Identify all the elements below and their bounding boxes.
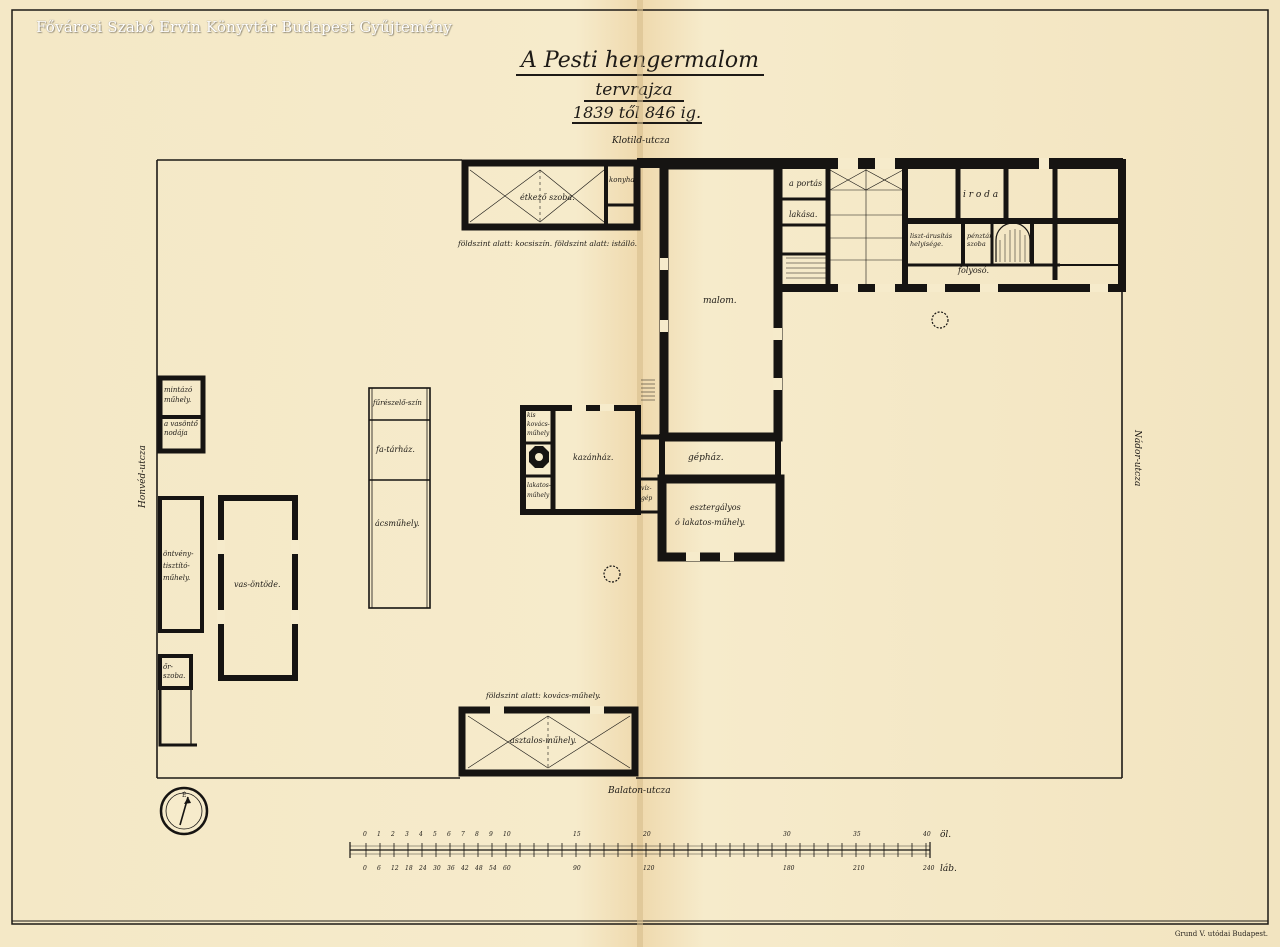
scale-tick-label-top: 9 (489, 831, 493, 838)
room-asztalos: asztalos-műhely. (510, 736, 577, 745)
scale-bar (349, 842, 931, 858)
scale-tick-label-bottom: 54 (489, 865, 497, 872)
well-right (931, 311, 949, 329)
scale-ticks (365, 843, 927, 857)
scale-tick-label-bottom: 60 (503, 865, 511, 872)
room-under-top: földszint alatt: kocsiszín. földszint al… (458, 239, 638, 248)
scale-tick-label-bottom: 120 (643, 865, 655, 872)
scale-tick-label-top: 8 (475, 831, 479, 838)
scale-tick-label-bottom: 18 (405, 865, 413, 872)
room-viz: víz-gép (641, 485, 653, 502)
scale-top-unit: öl. (940, 830, 952, 840)
scale-tick-label-top: 40 (923, 831, 931, 838)
scale-tick-label-bottom: 240 (923, 865, 935, 872)
window-openings (217, 158, 1108, 714)
scale-tick-label-top: 20 (643, 831, 651, 838)
room-onteveny: öntvény-tisztító-műhely. (163, 550, 194, 582)
room-esztergalyos: esztergályos (690, 503, 741, 512)
room-arusitas: liszt-árusítás helyisége. (910, 232, 953, 248)
scale-tick-label-top: 2 (391, 831, 395, 838)
street-top: Klotild-utcza (612, 136, 670, 146)
room-vasonto-nodaja: a vasöntő nodája (164, 420, 198, 437)
scale-tick-label-top: 7 (461, 831, 465, 838)
scale-tick-label-bottom: 6 (377, 865, 381, 872)
room-kazanhaz: kazánház. (573, 453, 614, 462)
scale-tick-label-bottom: 42 (461, 865, 469, 872)
scale-tick-label-top: 6 (447, 831, 451, 838)
scale-tick-label-top: 35 (853, 831, 861, 838)
scale-tick-label-top: 10 (503, 831, 511, 838)
scale-tick-label-bottom: 12 (391, 865, 399, 872)
printer-credit: Grund V. utódai Budapest. (1174, 930, 1268, 938)
room-folyoso: folyosó. (958, 266, 989, 275)
room-lakatos-muhely: ó lakatos-műhely. (675, 518, 746, 527)
scale-tick-label-bottom: 90 (573, 865, 581, 872)
room-fuszinhaz: fűrészelő-szín (373, 399, 422, 407)
street-right: Nádor-utcza (1132, 430, 1142, 487)
scale-tick-label-bottom: 210 (853, 865, 865, 872)
scale-tick-label-bottom: 180 (783, 865, 795, 872)
scale-tick-label-top: 3 (405, 831, 409, 838)
scale-tick-label-top: 0 (363, 831, 367, 838)
map-subtitle: tervrajza (584, 80, 684, 102)
street-left: Honvéd-utcza (138, 445, 148, 508)
scale-tick-label-bottom: 48 (475, 865, 483, 872)
scale-tick-label-bottom: 0 (363, 865, 367, 872)
room-under-bottom: földszint alatt: kovács-műhely. (486, 691, 601, 700)
street-bottom: Balaton-utcza (608, 786, 671, 796)
room-konyha: konyha (609, 176, 635, 184)
room-fatarhaz: fa-tárház. (376, 445, 415, 454)
scale-tick-label-top: 30 (783, 831, 791, 838)
watermark: Fővárosi Szabó Ervin Könyvtár Budapest G… (36, 18, 453, 36)
room-lakatos: lakatos-műhely (527, 482, 551, 499)
scale-tick-label-top: 15 (573, 831, 581, 838)
room-iroda: i r o d a (963, 190, 999, 200)
scale-tick-label-bottom: 30 (433, 865, 441, 872)
room-lakasa: lakása. (789, 210, 818, 219)
room-portas: a portás (789, 179, 823, 188)
room-mintazo: mintázó műhely. (164, 386, 193, 404)
scale-tick-label-bottom: 36 (447, 865, 455, 872)
room-gephaz: gépház. (688, 453, 724, 463)
room-acelmuhely: ácsműhely. (375, 519, 420, 528)
svg-text:É: É (182, 791, 186, 799)
scale-tick-label-top: 1 (377, 831, 381, 838)
room-malom: malom. (703, 296, 737, 306)
scale-tick-label-bottom: 24 (419, 865, 427, 872)
compass: É (159, 786, 209, 836)
scale-tick-label-top: 4 (419, 831, 423, 838)
room-etkezo: étkező szoba. (520, 193, 575, 202)
room-vasontode: vas-öntöde. (234, 580, 281, 589)
room-penztar: pénztár szoba (967, 232, 993, 248)
room-kis-kovacs: kis kovács-műhely (527, 412, 550, 437)
scale-tick-label-top: 5 (433, 831, 437, 838)
scale-bottom-unit: láb. (940, 864, 957, 874)
well-center (603, 565, 621, 583)
room-fur-szoba: őr-szoba. (163, 663, 186, 680)
